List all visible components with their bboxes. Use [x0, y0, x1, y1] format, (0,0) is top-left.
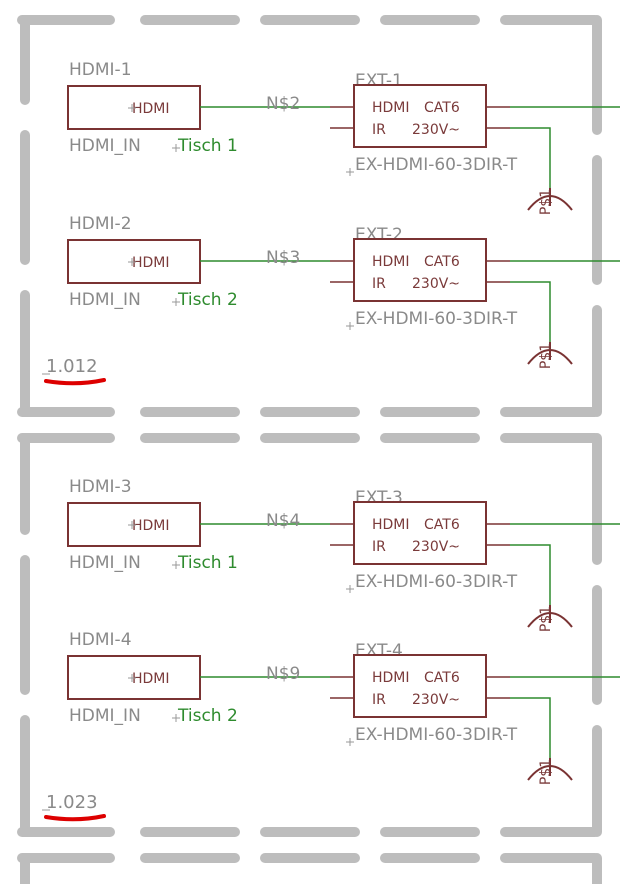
ground-pin-label: P$1	[538, 759, 554, 785]
pin-230v-label: 230V~	[412, 692, 460, 708]
red-underline-marker	[44, 378, 106, 386]
source-name: HDMI-2	[69, 214, 132, 234]
source-pin-label: HDMI	[132, 671, 170, 687]
source-pin-label: HDMI	[132, 518, 170, 534]
table-label: Tisch 1	[177, 136, 238, 156]
pin-cat6-label: CAT6	[424, 100, 460, 116]
pin-cat6-label: CAT6	[424, 670, 460, 686]
source-pin-label: HDMI	[132, 255, 170, 271]
hdmi-in-body	[67, 239, 201, 284]
table-label: Tisch 1	[177, 553, 238, 573]
table-label: Tisch 2	[177, 706, 238, 726]
source-name: HDMI-1	[69, 60, 132, 80]
extender-value: EX-HDMI-60-3DIR-T	[355, 155, 518, 175]
ground-pin-label: P$1	[538, 606, 554, 632]
pin-hdmi-label: HDMI	[372, 100, 410, 116]
net-label: N$9	[266, 664, 300, 684]
source-name: HDMI-4	[69, 630, 132, 650]
pin-hdmi-label: HDMI	[372, 670, 410, 686]
extender-body	[353, 238, 487, 302]
source-value: HDMI_IN	[69, 553, 141, 573]
ground-pin-label: P$1	[538, 189, 554, 215]
power-wire	[510, 281, 551, 342]
extender-body	[353, 654, 487, 718]
extender-body	[353, 501, 487, 565]
pin-hdmi-label: HDMI	[372, 517, 410, 533]
pin-ir-label: IR	[372, 692, 386, 708]
power-wire	[510, 127, 551, 188]
source-name: HDMI-3	[69, 477, 132, 497]
pin-cat6-label: CAT6	[424, 517, 460, 533]
net-label: N$2	[266, 94, 300, 114]
pin-cat6-label: CAT6	[424, 254, 460, 270]
pin-ir-label: IR	[372, 539, 386, 555]
extender-body	[353, 84, 487, 148]
source-value: HDMI_IN	[69, 706, 141, 726]
pin-230v-label: 230V~	[412, 276, 460, 292]
sheet-number-2: 1.023	[46, 792, 98, 813]
pin-230v-label: 230V~	[412, 122, 460, 138]
sheet-label-group: 1.012 1.023	[42, 356, 106, 822]
pin-ir-label: IR	[372, 122, 386, 138]
pin-hdmi-label: HDMI	[372, 254, 410, 270]
ground-pin-label: P$1	[538, 343, 554, 369]
table-label: Tisch 2	[177, 290, 238, 310]
source-pin-label: HDMI	[132, 101, 170, 117]
net-label: N$4	[266, 511, 300, 531]
net-label: N$3	[266, 248, 300, 268]
source-value: HDMI_IN	[69, 136, 141, 156]
extender-value: EX-HDMI-60-3DIR-T	[355, 309, 518, 329]
power-wire	[510, 544, 551, 605]
pin-230v-label: 230V~	[412, 539, 460, 555]
sheet-number-1: 1.012	[46, 356, 98, 377]
pin-ir-label: IR	[372, 276, 386, 292]
red-underline-marker	[44, 814, 106, 822]
extender-value: EX-HDMI-60-3DIR-T	[355, 572, 518, 592]
power-wire	[510, 697, 551, 758]
extender-value: EX-HDMI-60-3DIR-T	[355, 725, 518, 745]
source-value: HDMI_IN	[69, 290, 141, 310]
sheet-frames	[17, 15, 602, 884]
